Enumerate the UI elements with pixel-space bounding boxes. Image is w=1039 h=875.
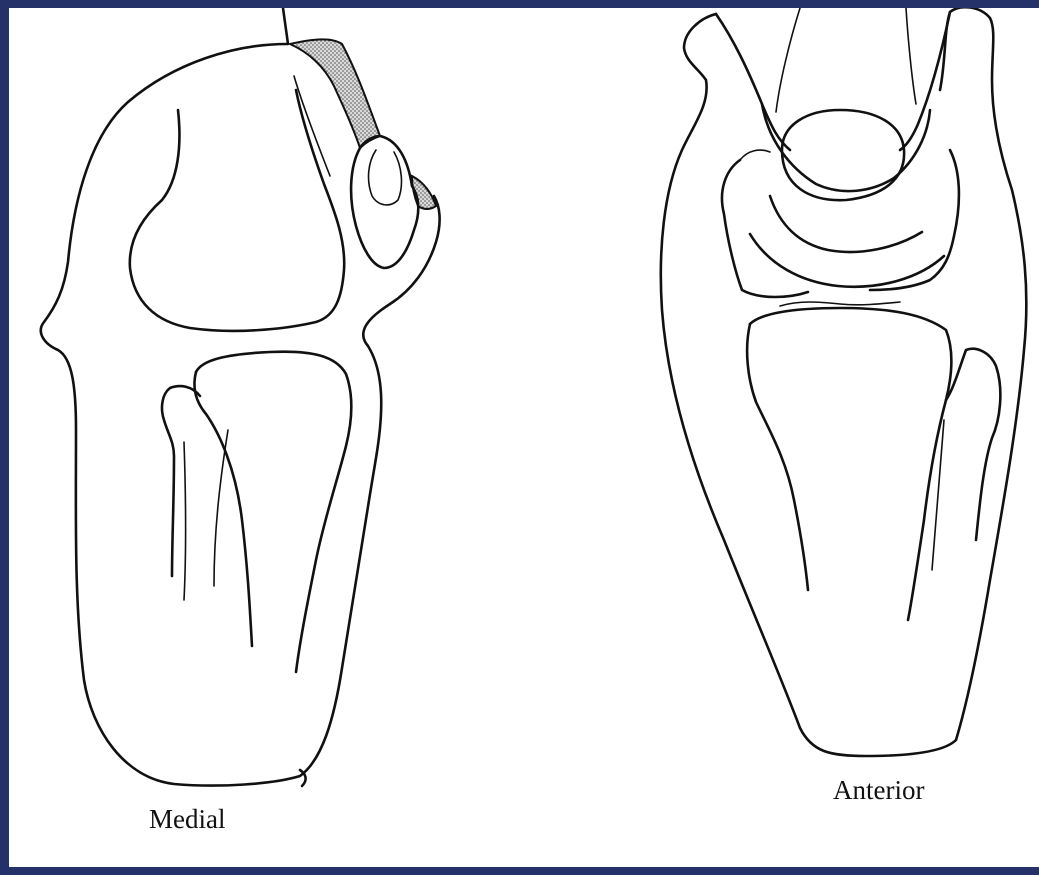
medial-top-line [283, 8, 288, 44]
anterior-outer-outline [661, 8, 1027, 756]
medial-fibula-line [184, 442, 186, 600]
anterior-condyle-notch [740, 150, 770, 160]
anterior-tibia [750, 308, 951, 620]
medial-femoral-condyle [130, 90, 344, 331]
knee-anatomy-drawing [9, 8, 1039, 867]
anterior-femur-inner-left [776, 8, 800, 112]
medial-view-drawing [41, 8, 440, 786]
medial-shaded-tendon [290, 39, 380, 148]
anterior-condyle-arc [770, 196, 922, 252]
medial-tibia [196, 352, 351, 672]
anterior-condyle-left [722, 160, 808, 297]
medial-outer-outline [41, 44, 440, 786]
anterior-femur-inner-right [906, 8, 916, 104]
anterior-view-label: Anterior [833, 775, 924, 806]
anterior-femur-left [716, 14, 790, 150]
figure-panel: Medial Anterior [9, 8, 1039, 867]
anterior-condyle-right [870, 150, 959, 290]
medial-view-label: Medial [149, 804, 225, 835]
anterior-joint-line [780, 302, 900, 306]
anterior-fibula-line [932, 420, 944, 570]
anterior-tibia-medial [747, 324, 808, 590]
anterior-view-drawing [661, 8, 1027, 756]
medial-patella [351, 136, 418, 268]
anterior-joint-arc [750, 234, 944, 287]
anterior-patella [782, 110, 904, 200]
medial-patella-facet [369, 150, 402, 205]
medial-tibia-front [194, 372, 252, 646]
medial-fibula-head [162, 386, 200, 576]
anterior-fibula-head [946, 349, 1000, 540]
medial-femur-edge [294, 76, 330, 176]
